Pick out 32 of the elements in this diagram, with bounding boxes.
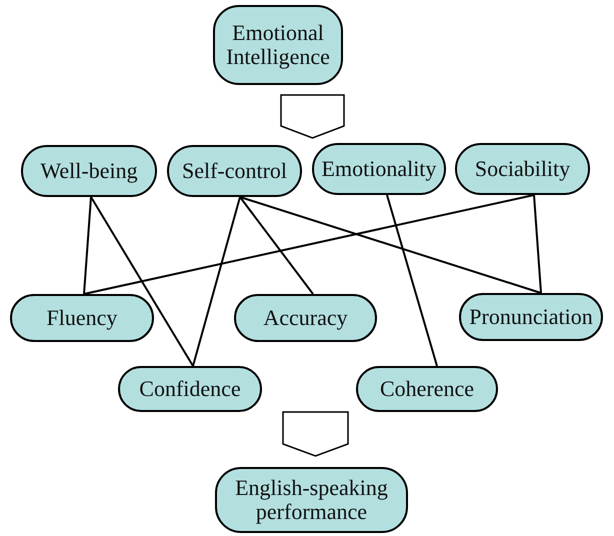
block-arrow [282, 411, 349, 457]
connector-line [533, 194, 542, 294]
connector-line [240, 196, 542, 294]
rounded-box [459, 293, 603, 341]
rounded-box [215, 467, 408, 533]
node-label: Well-being [40, 158, 138, 184]
node-label: Self-control [182, 158, 288, 184]
rounded-box [356, 366, 498, 412]
node-label: Sociability [474, 156, 570, 182]
connector-line [239, 196, 314, 295]
connector-line [90, 196, 194, 367]
connector-line [84, 194, 534, 295]
connector-line [386, 194, 438, 366]
rounded-box [118, 366, 262, 412]
node-label: Pronunciation [469, 304, 593, 330]
node-label: Coherence [380, 376, 474, 402]
rounded-box [167, 145, 302, 197]
node-label: Fluency [46, 306, 118, 330]
rounded-box [312, 143, 446, 195]
rounded-box [10, 294, 154, 342]
node-label: Accuracy [263, 306, 348, 330]
node-label: Confidence [139, 376, 241, 402]
block-arrow [280, 94, 345, 139]
rounded-box [455, 143, 590, 195]
rounded-box [21, 145, 157, 197]
rounded-box [213, 5, 343, 85]
node-label: Emotional Intelligence [225, 20, 331, 70]
rounded-box [234, 294, 377, 342]
node-label: English-speaking performance [234, 476, 389, 524]
connector-line [83, 196, 92, 294]
connector-line [192, 196, 241, 366]
node-label: Emotionality [322, 156, 436, 182]
